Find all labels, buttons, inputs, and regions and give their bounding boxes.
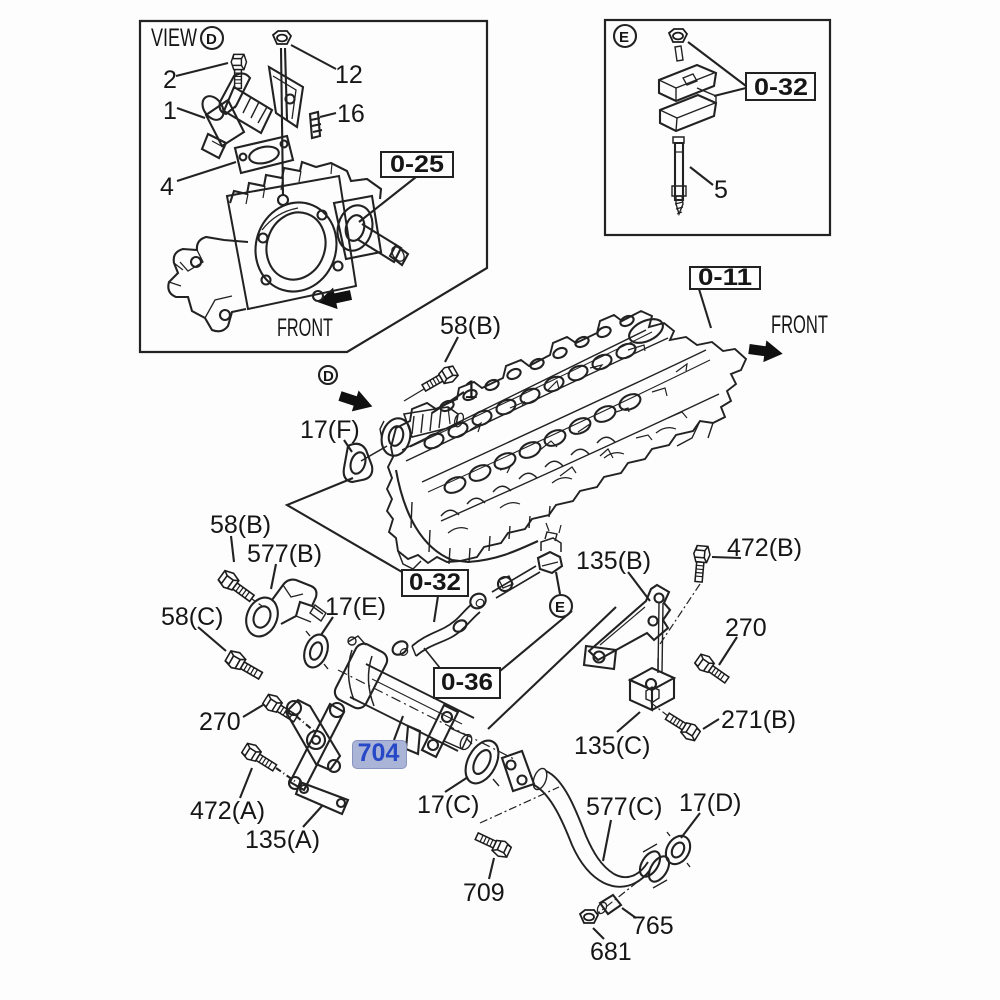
svg-text:FRONT: FRONT [771,311,828,339]
svg-text:58(B): 58(B) [210,511,271,539]
svg-text:135(C): 135(C) [574,732,650,760]
svg-text:577(B): 577(B) [247,540,322,568]
svg-text:17(E): 17(E) [325,593,386,621]
svg-text:5: 5 [714,176,728,204]
svg-text:VIEW: VIEW [151,24,197,52]
svg-text:0-32: 0-32 [409,569,461,596]
svg-text:16: 16 [337,100,365,128]
svg-text:135(A): 135(A) [245,826,320,854]
svg-text:0-25: 0-25 [390,151,444,178]
svg-text:D: D [206,31,217,48]
svg-text:E: E [555,599,565,616]
svg-text:681: 681 [590,938,632,966]
svg-text:2: 2 [163,66,177,94]
svg-text:270: 270 [725,614,767,642]
svg-text:1: 1 [163,97,177,125]
svg-text:271(B): 271(B) [721,706,796,734]
svg-text:FRONT: FRONT [277,314,333,342]
svg-text:4: 4 [160,173,174,201]
svg-text:765: 765 [632,912,674,940]
svg-text:0-32: 0-32 [754,74,808,101]
svg-text:58(B): 58(B) [440,312,501,340]
svg-text:472(A): 472(A) [190,797,265,825]
svg-text:709: 709 [463,879,505,907]
svg-text:D: D [323,368,334,385]
svg-text:17(F): 17(F) [300,416,360,444]
svg-text:0-11: 0-11 [698,264,752,291]
svg-text:270: 270 [199,708,241,736]
svg-text:0-36: 0-36 [441,669,493,696]
svg-text:577(C): 577(C) [586,793,662,821]
svg-text:E: E [619,29,629,46]
svg-text:135(B): 135(B) [576,547,651,575]
svg-text:472(B): 472(B) [727,534,802,562]
svg-text:12: 12 [335,61,363,89]
svg-text:17(D): 17(D) [679,789,742,817]
svg-text:17(C): 17(C) [417,791,480,819]
svg-text:58(C): 58(C) [161,603,224,631]
